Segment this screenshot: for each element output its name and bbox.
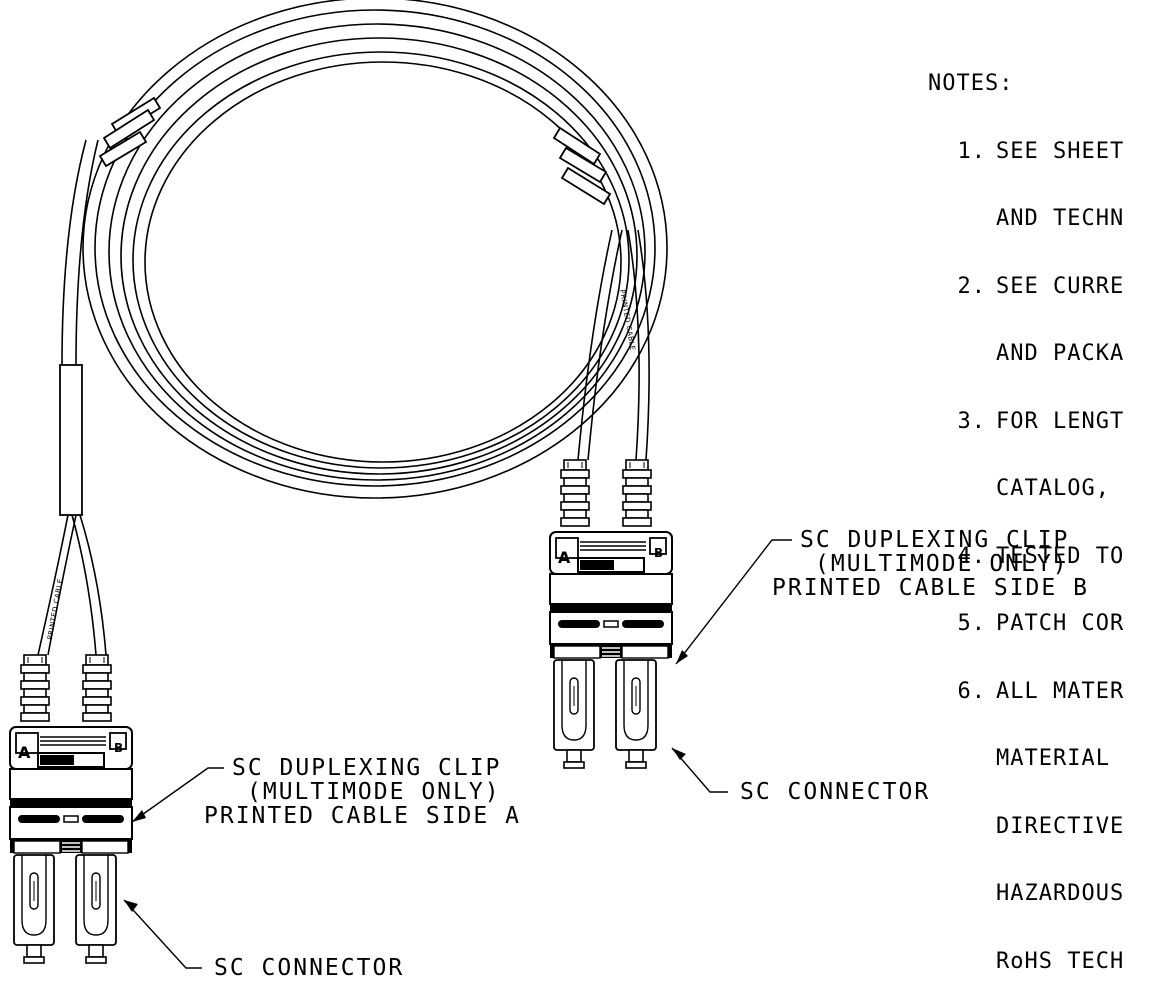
callout-connector-left: SC CONNECTOR: [214, 955, 405, 981]
left-connector-assembly: [9, 654, 133, 964]
right-cable: [577, 229, 650, 461]
note-text: SEE CURRE: [996, 273, 1125, 299]
callout-clip-side-b: SC DUPLEXING CLIP (MULTIMODE ONLY) PRINT…: [772, 527, 1089, 600]
callout-line: SC DUPLEXING CLIP: [800, 527, 1070, 553]
note-text: HAZARDOUS: [996, 881, 1125, 906]
note-text: FOR LENGT: [996, 408, 1125, 434]
note-text: ALL MATER: [996, 678, 1125, 704]
note-text: AND TECHN: [996, 206, 1125, 231]
note-text: CATALOG,: [996, 476, 1110, 501]
cable-print-right: PRINTED CABLE: [618, 289, 637, 351]
note-number: 2.: [957, 273, 986, 299]
side-a-mark-right: A: [558, 548, 571, 567]
leader-arrowheads: [124, 650, 688, 912]
note-number: 1.: [957, 138, 986, 164]
callout-connector-right: SC CONNECTOR: [740, 779, 931, 805]
callout-clip-side-a: SC DUPLEXING CLIP (MULTIMODE ONLY) PRINT…: [204, 755, 521, 828]
callout-line: SC DUPLEXING CLIP: [232, 755, 502, 781]
note-text: PATCH COR: [996, 611, 1125, 636]
callout-line: PRINTED CABLE SIDE A: [204, 803, 521, 829]
callout-line: (MULTIMODE ONLY): [247, 779, 501, 805]
note-text: SEE SHEET: [996, 138, 1125, 164]
note-number: 3.: [957, 408, 986, 434]
cable-loop: [82, 0, 668, 499]
callout-line: (MULTIMODE ONLY): [815, 551, 1069, 577]
note-text: DIRECTIVE: [996, 813, 1125, 839]
callout-line: PRINTED CABLE SIDE B: [772, 575, 1089, 601]
note-number: 6.: [957, 678, 986, 704]
note-number: 5.: [957, 611, 986, 636]
side-a-mark-left: A: [18, 743, 31, 762]
note-number: 4.: [957, 543, 986, 569]
side-b-mark-right: B: [654, 546, 663, 560]
note-text: RoHS TECH: [996, 948, 1125, 974]
notes-block: NOTES: 1. SEE SHEET AND TECHN 2. SEE CURRE…: [928, 28, 1124, 996]
left-cable: [37, 139, 107, 656]
side-b-mark-left: B: [114, 741, 123, 755]
note-text: AND PACKA: [996, 341, 1125, 366]
leader-lines: [123, 539, 792, 969]
notes-heading: NOTES:: [928, 71, 1014, 96]
note-text: TESTED TO: [996, 543, 1125, 569]
note-text: MATERIAL: [996, 746, 1110, 771]
cable-ties: [98, 96, 612, 206]
right-connector-assembly: [549, 459, 673, 769]
